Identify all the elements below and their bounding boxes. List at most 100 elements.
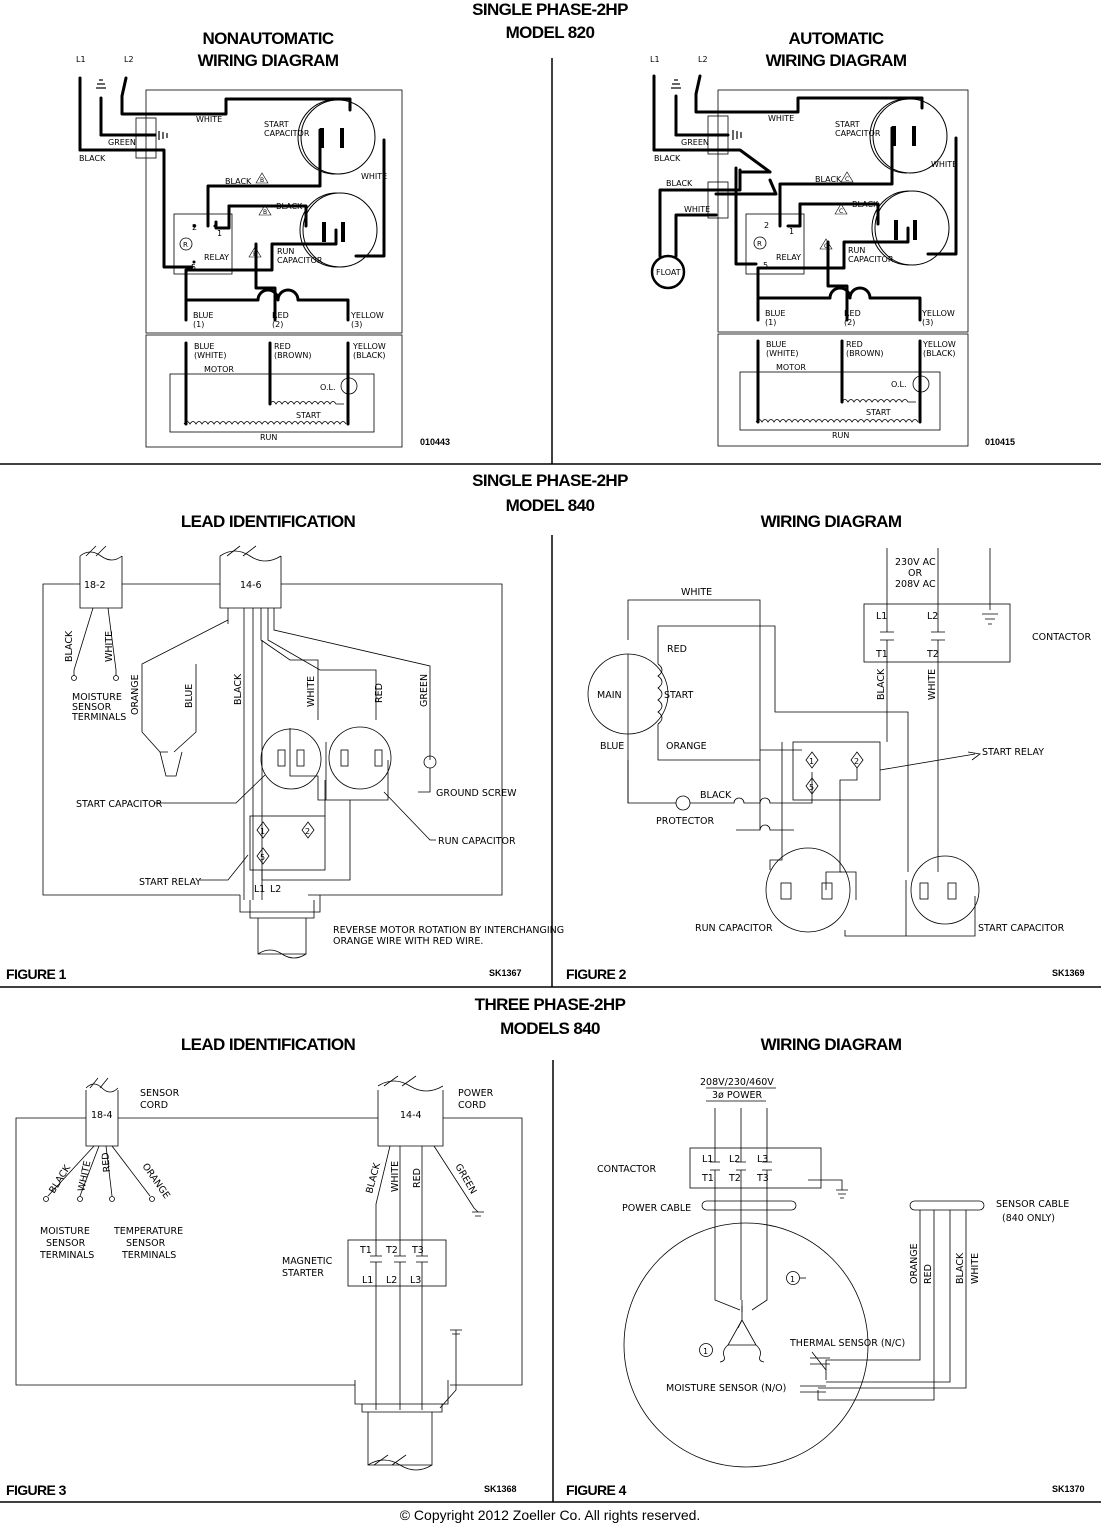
- tri-label: B: [253, 251, 257, 258]
- power-cord-1: POWER: [458, 1088, 494, 1099]
- cord-18-4: 18-4: [91, 1110, 113, 1121]
- code-sk1370: SK1370: [1052, 1484, 1085, 1494]
- nonautomatic-heading-1: NONAUTOMATIC: [203, 29, 334, 48]
- circle-1-label: 1: [703, 1347, 708, 1356]
- l3-label: L3: [757, 1154, 768, 1165]
- power-cord-2: CORD: [458, 1100, 486, 1111]
- code-sk1368: SK1368: [484, 1484, 517, 1494]
- l2-label: L2: [270, 884, 281, 895]
- red-label: RED: [846, 340, 863, 349]
- red-label: RED: [923, 1264, 934, 1284]
- t3-label: T3: [411, 1245, 424, 1256]
- black-label: BLACK: [700, 790, 732, 801]
- orange-label: ORANGE: [666, 741, 707, 752]
- l2-label: L2: [927, 611, 938, 622]
- start-cap-label-2: CAPACITOR: [264, 129, 310, 138]
- yellow-label: YELLOW: [922, 340, 956, 349]
- tri-label: B: [263, 209, 267, 216]
- start-relay-label: START RELAY: [139, 877, 201, 888]
- blue-lead: BLUE: [184, 684, 195, 708]
- green-label: GREEN: [681, 138, 709, 147]
- p3-label: (3): [922, 318, 933, 327]
- figure4-wiring-diagram: [623, 1087, 985, 1468]
- red-lead: RED: [374, 683, 385, 703]
- motor-label: MOTOR: [776, 363, 806, 372]
- orange-label: ORANGE: [909, 1243, 920, 1284]
- tri-label: C: [824, 243, 828, 250]
- voltage-3: 208V AC: [895, 579, 936, 590]
- blue-label: BLUE: [600, 741, 624, 752]
- relay-terminal-5: 5: [763, 261, 768, 270]
- section2-title-line2: MODEL 840: [506, 496, 595, 515]
- run-cap-label-2: CAPACITOR: [848, 255, 894, 264]
- l1-label: L1: [702, 1154, 713, 1165]
- circle-1-label: 1: [790, 1275, 795, 1284]
- ol-label: O.L.: [891, 380, 907, 389]
- section1-title-line2: MODEL 820: [506, 23, 595, 42]
- motor-label: MOTOR: [204, 365, 234, 374]
- cord-14-4: 14-4: [400, 1110, 422, 1121]
- headings: SINGLE PHASE-2HP MODEL 820 NONAUTOMATIC …: [181, 0, 908, 1054]
- moisture-3: TERMINALS: [39, 1250, 94, 1261]
- black-label: BLACK: [654, 154, 681, 163]
- run-capacitor-label: RUN CAPACITOR: [695, 923, 773, 934]
- blue-white-label: (WHITE): [194, 351, 226, 360]
- code-sk1369: SK1369: [1052, 968, 1085, 978]
- relay-label: RELAY: [776, 253, 801, 262]
- moisture-1: MOISTURE: [72, 692, 122, 703]
- float-label: FLOAT: [656, 268, 681, 277]
- cord-14-6: 14-6: [240, 580, 262, 591]
- run-winding-label: RUN: [260, 433, 277, 442]
- l1-label: L1: [362, 1275, 373, 1286]
- p2-label: (2): [844, 318, 855, 327]
- section3-title-line2: MODELS 840: [500, 1019, 600, 1038]
- start-capacitor-label: START CAPACITOR: [76, 799, 163, 810]
- t1-label: T1: [701, 1173, 714, 1184]
- l1-label: L1: [876, 611, 887, 622]
- l2-label: L2: [124, 55, 134, 64]
- relay-terminal-1: 1: [217, 229, 222, 238]
- magnetic-2: STARTER: [282, 1268, 324, 1279]
- figure1-labels: 18-2 14-6 BLACK WHITE ORANGE BLUE BLACK …: [64, 580, 564, 947]
- moisture-2: SENSOR: [46, 1238, 86, 1249]
- section2-title-line1: SINGLE PHASE-2HP: [472, 471, 628, 490]
- cord-18-2: 18-2: [84, 580, 106, 591]
- figure1-label: FIGURE 1: [6, 966, 67, 982]
- model-820-automatic-diagram: L1 L2 WHITE GREEN BLACK BLACK WHITE STAR…: [650, 55, 969, 447]
- red-label: RED: [272, 311, 289, 320]
- start-capacitor-label: START CAPACITOR: [978, 923, 1065, 934]
- run-winding-label: RUN: [832, 431, 849, 440]
- relay-1: 1: [260, 827, 265, 836]
- magnetic-1: MAGNETIC: [282, 1256, 333, 1267]
- white-lead: WHITE: [76, 1160, 93, 1193]
- l2-label: L2: [386, 1275, 397, 1286]
- moisture-1: MOISTURE: [40, 1226, 90, 1237]
- white-label: WHITE: [927, 669, 938, 700]
- orange-lead: ORANGE: [130, 674, 141, 715]
- red-brown-label: (BROWN): [274, 351, 311, 360]
- l1-label: L1: [76, 55, 86, 64]
- black-label: BLACK: [852, 200, 879, 209]
- t2-label: T2: [728, 1173, 741, 1184]
- l2-label: L2: [698, 55, 708, 64]
- sensor-cord-1: SENSOR: [140, 1088, 180, 1099]
- white-label: WHITE: [361, 172, 387, 181]
- run-cap-label-1: RUN: [277, 247, 294, 256]
- relay-2: 2: [854, 757, 859, 766]
- l2-label: L2: [729, 1154, 740, 1165]
- contactor-label: CONTACTOR: [1032, 632, 1092, 643]
- p1-label: (1): [765, 318, 776, 327]
- power-cable-label: POWER CABLE: [622, 1203, 691, 1214]
- relay-1: 1: [809, 757, 814, 766]
- tri-label: C: [845, 176, 849, 183]
- figure-labels: 010443 010415 FIGURE 1 FIGURE 2 SK1367 S…: [6, 437, 1085, 1523]
- black-label: BLACK: [955, 1252, 966, 1284]
- automatic-heading-2: WIRING DIAGRAM: [766, 51, 907, 70]
- l1-label: L1: [254, 884, 265, 895]
- t2-label: T2: [385, 1245, 398, 1256]
- relay-terminal-2: 2: [192, 223, 197, 232]
- blue-label: BLUE: [766, 340, 786, 349]
- t1-label: T1: [875, 649, 888, 660]
- black-label: BLACK: [815, 175, 842, 184]
